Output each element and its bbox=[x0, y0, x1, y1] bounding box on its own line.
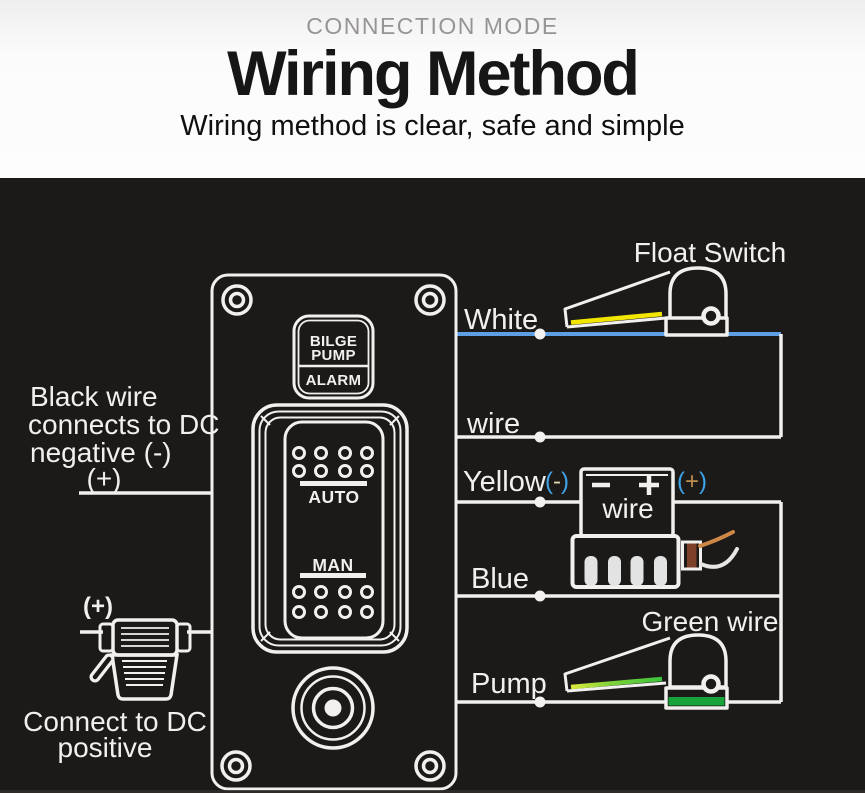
plus-marker: (+) bbox=[677, 468, 707, 495]
positive-caption-line1: Connect to DC bbox=[23, 706, 207, 737]
badge-line-bilge: BILGE bbox=[310, 333, 357, 350]
screw-icon bbox=[414, 750, 446, 782]
badge-line-pump: PUMP bbox=[311, 347, 356, 364]
float-switch-label: Float Switch bbox=[634, 237, 787, 268]
float-switch-bottom-icon bbox=[563, 633, 729, 710]
float-pivot bbox=[701, 674, 721, 694]
negative-note: Black wire connects to DC negative (-) (… bbox=[28, 381, 219, 494]
switch-panel: BILGE PUMP ALARM bbox=[210, 273, 458, 791]
white-wire-label: White bbox=[464, 304, 538, 336]
pump-base bbox=[570, 534, 681, 589]
bottom-edge bbox=[0, 790, 865, 793]
junction-dot bbox=[534, 496, 546, 508]
diagram-canvas: BILGE PUMP ALARM bbox=[0, 237, 865, 793]
rocker-face bbox=[283, 420, 385, 640]
float-switch-top-icon bbox=[563, 266, 729, 337]
page-title: Wiring Method bbox=[227, 39, 640, 109]
bilge-pump-alarm-badge: BILGE PUMP ALARM bbox=[292, 314, 375, 400]
man-label: MAN bbox=[312, 555, 353, 575]
green-lever-wire bbox=[570, 676, 663, 690]
header: CONNECTION MODE Wiring Method Wiring met… bbox=[0, 0, 865, 178]
screw-icon bbox=[220, 750, 252, 782]
float-pivot bbox=[701, 306, 721, 326]
negative-note-line2: connects to DC bbox=[28, 409, 219, 440]
grip-dots-top bbox=[292, 446, 374, 478]
fuse-holder-icon bbox=[89, 618, 192, 701]
blue-wire-label: Blue bbox=[471, 563, 529, 595]
rocker-switch: AUTO MAN bbox=[251, 403, 409, 654]
pump-label: Pump bbox=[471, 668, 547, 700]
white-curl-wire bbox=[699, 547, 739, 569]
auto-label: AUTO bbox=[308, 487, 359, 507]
man-bar bbox=[300, 573, 366, 578]
header-eyebrow: CONNECTION MODE bbox=[306, 13, 559, 39]
negative-note-plus: (+) bbox=[87, 463, 122, 494]
junction-dots bbox=[534, 328, 546, 708]
grip-dots-bottom bbox=[292, 585, 374, 619]
panel-outline bbox=[210, 273, 458, 791]
battery-wire-label: wire bbox=[601, 493, 653, 524]
green-stripe bbox=[668, 697, 725, 706]
yellow-wire-label: Yellow bbox=[463, 466, 547, 498]
positive-caption-line2: positive bbox=[58, 732, 153, 763]
minus-marker: (-) bbox=[545, 468, 569, 495]
junction-dot bbox=[534, 328, 546, 340]
float-dome bbox=[668, 633, 728, 689]
junction-dot bbox=[534, 696, 546, 708]
negative-note-line3: negative (-) bbox=[30, 437, 172, 468]
orange-curl-wire bbox=[698, 530, 735, 548]
screw-icon bbox=[414, 284, 446, 316]
yellow-lever-wire bbox=[570, 311, 663, 325]
badge-line-alarm: ALARM bbox=[306, 372, 362, 389]
positive-caption: Connect to DC positive bbox=[23, 706, 207, 763]
round-button bbox=[291, 666, 375, 750]
screw-icon bbox=[221, 284, 253, 316]
fuse-plus-marker: (+) bbox=[83, 593, 113, 620]
auto-bar bbox=[300, 481, 367, 486]
green-wire-label: Green wire bbox=[642, 606, 779, 637]
wiring-diagram: BILGE PUMP ALARM bbox=[0, 178, 865, 793]
negative-note-line1: Black wire bbox=[30, 381, 158, 412]
pump-legs bbox=[584, 556, 667, 586]
junction-dot bbox=[534, 431, 546, 443]
wire-word-label: wire bbox=[466, 408, 520, 440]
header-subtitle: Wiring method is clear, safe and simple bbox=[180, 109, 685, 142]
plus-terminal bbox=[639, 475, 659, 495]
junction-dot bbox=[534, 590, 546, 602]
pump-device-icon bbox=[570, 467, 739, 589]
